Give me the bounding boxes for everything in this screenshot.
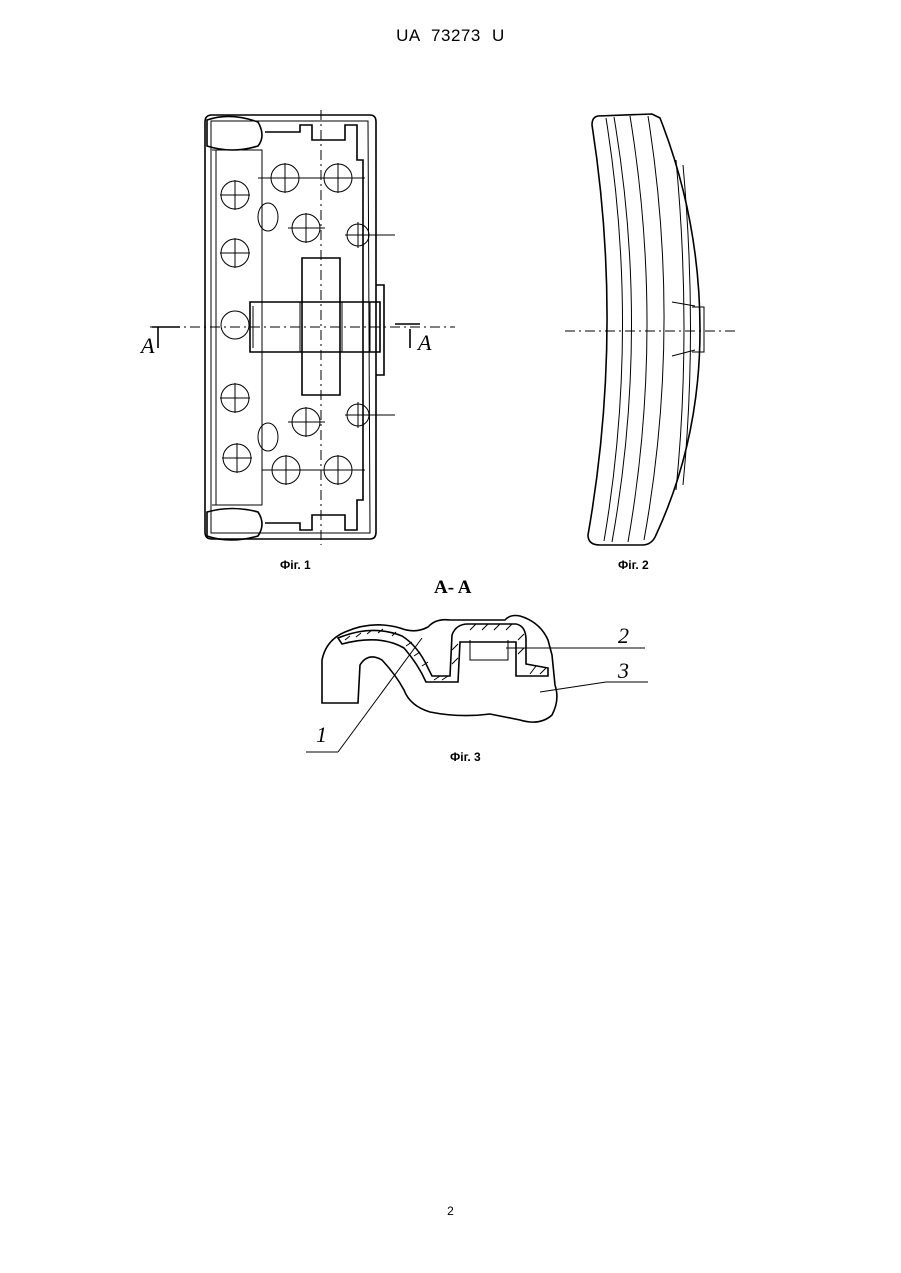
callout-3: 3	[618, 658, 629, 684]
section-mark-right: A	[418, 330, 431, 356]
figure-3-drawing	[300, 600, 660, 765]
section-title: A- A	[434, 577, 471, 599]
figure-3-caption: Фіг. 3	[450, 750, 481, 764]
figure-2-drawing	[560, 110, 740, 550]
figure-1-caption: Фіг. 1	[280, 558, 311, 572]
callout-1: 1	[316, 722, 327, 748]
patent-number-header: UA 73273 U	[0, 26, 901, 46]
page-number: 2	[0, 1204, 901, 1218]
section-mark-left: A	[141, 333, 154, 359]
callout-2: 2	[618, 623, 629, 649]
figure-2-caption: Фіг. 2	[618, 558, 649, 572]
figure-1-drawing	[140, 110, 460, 550]
